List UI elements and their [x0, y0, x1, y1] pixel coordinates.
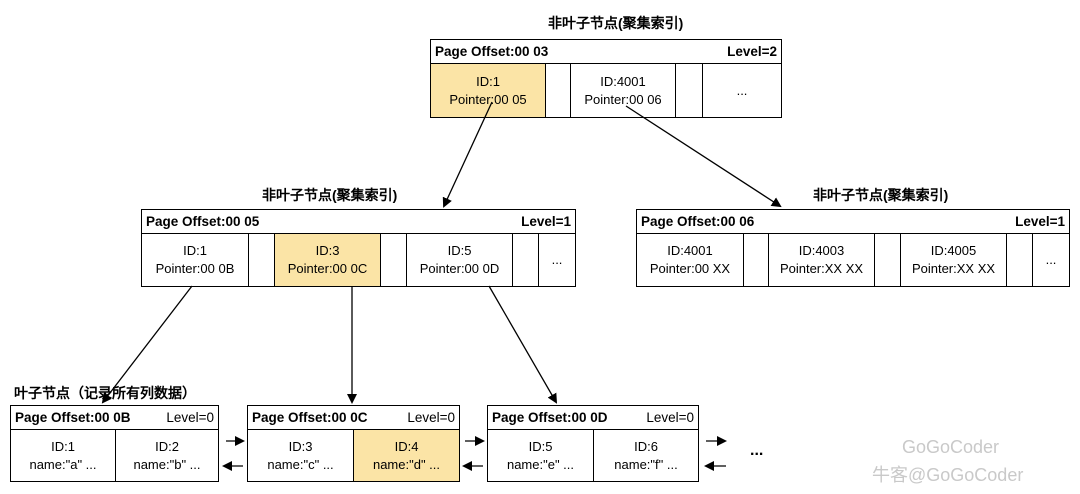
pointer-arrow [442, 101, 493, 208]
mid-left-page: Page Offset:00 05 Level=1 ID:1 Pointer:0… [141, 209, 576, 287]
row-record: ID:1 name:"a" ... [11, 430, 116, 481]
record-name: name:"c" ... [267, 456, 334, 472]
pointer-arrow [101, 285, 193, 404]
mid-left-title: 非叶子节点(聚集索引) [262, 187, 398, 203]
entry-pointer: Pointer:00 0D [419, 261, 500, 276]
page-header: Page Offset:00 06 Level=1 [637, 210, 1069, 234]
ellipsis: ... [551, 252, 563, 267]
page-header: Page Offset:00 05 Level=1 [142, 210, 575, 234]
entry-id: ID:4003 [798, 243, 845, 258]
index-entry: ID:3 Pointer:00 0C [275, 234, 381, 286]
index-entry: ID:4003 Pointer:XX XX [769, 234, 875, 286]
mid-right-page: Page Offset:00 06 Level=1 ID:4001 Pointe… [636, 209, 1070, 287]
page-level: Level=1 [521, 214, 571, 229]
page-offset: Page Offset:00 0B [15, 410, 131, 425]
record-id: ID:4 [394, 438, 419, 454]
pointer-arrow [488, 285, 558, 404]
ellipsis-cell: ... [703, 64, 781, 117]
entry-pointer: Pointer:00 05 [449, 91, 527, 107]
entry-pointer: Pointer:XX XX [779, 261, 864, 276]
page-level: Level=0 [166, 410, 214, 425]
index-entry: ID:1 Pointer:00 0B [142, 234, 249, 286]
watermark-text: GoGoCoder [902, 437, 1000, 457]
record-id: ID:3 [288, 438, 313, 454]
ellipsis: ... [736, 82, 748, 98]
page-offset: Page Offset:00 0D [492, 410, 608, 425]
ellipsis: ... [1045, 252, 1057, 267]
page-header: Page Offset:00 0B Level=0 [11, 406, 218, 430]
entry-id: ID:4005 [930, 243, 977, 258]
record-id: ID:6 [634, 438, 658, 454]
spacer-cell [249, 234, 275, 286]
page-level: Level=1 [1015, 214, 1065, 229]
page-header: Page Offset:00 0D Level=0 [488, 406, 698, 430]
row-record: ID:6 name:"f" ... [594, 430, 698, 481]
entry-pointer: Pointer:00 0C [287, 261, 368, 276]
spacer-cell [513, 234, 539, 286]
spacer-cell [546, 64, 571, 117]
entry-id: ID:3 [315, 243, 340, 258]
entry-id: ID:4001 [600, 73, 646, 89]
row-record: ID:5 name:"e" ... [488, 430, 594, 481]
page-offset: Page Offset:00 05 [146, 214, 260, 229]
spacer-cell [875, 234, 901, 286]
leaf-page: Page Offset:00 0C Level=0 ID:3 name:"c" … [247, 405, 460, 482]
mid-right-title: 非叶子节点(聚集索引) [813, 187, 949, 203]
entry-pointer: Pointer:00 06 [584, 91, 662, 107]
record-name: name:"e" ... [506, 456, 575, 472]
entry-id: ID:5 [447, 243, 472, 258]
page-level: Level=2 [727, 44, 777, 59]
page-level: Level=0 [646, 410, 694, 425]
page-header: Page Offset:00 0C Level=0 [248, 406, 459, 430]
spacer-cell [744, 234, 769, 286]
watermark-text: 牛客@GoGoCoder [872, 465, 1024, 485]
index-entry: ID:5 Pointer:00 0D [407, 234, 513, 286]
entry-pointer: Pointer:00 0B [155, 261, 235, 276]
page-level: Level=0 [407, 410, 455, 425]
root-title: 非叶子节点(聚集索引) [548, 15, 684, 31]
spacer-cell [676, 64, 703, 117]
record-id: ID:1 [51, 438, 75, 454]
page-offset: Page Offset:00 0C [252, 410, 368, 425]
page-offset: Page Offset:00 03 [435, 44, 549, 59]
record-name: name:"b" ... [133, 456, 201, 472]
index-entry: ID:4001 Pointer:00 XX [637, 234, 744, 286]
index-entry: ID:4001 Pointer:00 06 [571, 64, 676, 117]
page-offset: Page Offset:00 06 [641, 214, 755, 229]
pointer-arrow [625, 105, 782, 208]
row-record: ID:3 name:"c" ... [248, 430, 354, 481]
entry-id: ID:4001 [667, 243, 713, 258]
ellipsis-cell: ... [1033, 234, 1069, 286]
entry-id: ID:1 [476, 73, 500, 89]
row-record: ID:4 name:"d" ... [354, 430, 459, 481]
ellipsis-cell: ... [539, 234, 575, 286]
row-record: ID:2 name:"b" ... [116, 430, 218, 481]
index-entry: ID:4005 Pointer:XX XX [901, 234, 1007, 286]
record-name: name:"d" ... [372, 456, 441, 472]
record-name: name:"f" ... [614, 456, 678, 472]
entry-id: ID:1 [183, 243, 207, 258]
leaf-page: Page Offset:00 0B Level=0 ID:1 name:"a" … [10, 405, 219, 482]
record-id: ID:2 [155, 438, 179, 454]
record-name: name:"a" ... [29, 456, 97, 472]
spacer-cell [381, 234, 407, 286]
leaf-page: Page Offset:00 0D Level=0 ID:5 name:"e" … [487, 405, 699, 482]
more-pages-ellipsis: ... [750, 442, 764, 459]
entry-pointer: Pointer:XX XX [911, 261, 996, 276]
entry-pointer: Pointer:00 XX [649, 261, 731, 276]
spacer-cell [1007, 234, 1033, 286]
page-header: Page Offset:00 03 Level=2 [431, 40, 781, 64]
record-id: ID:5 [528, 438, 553, 454]
